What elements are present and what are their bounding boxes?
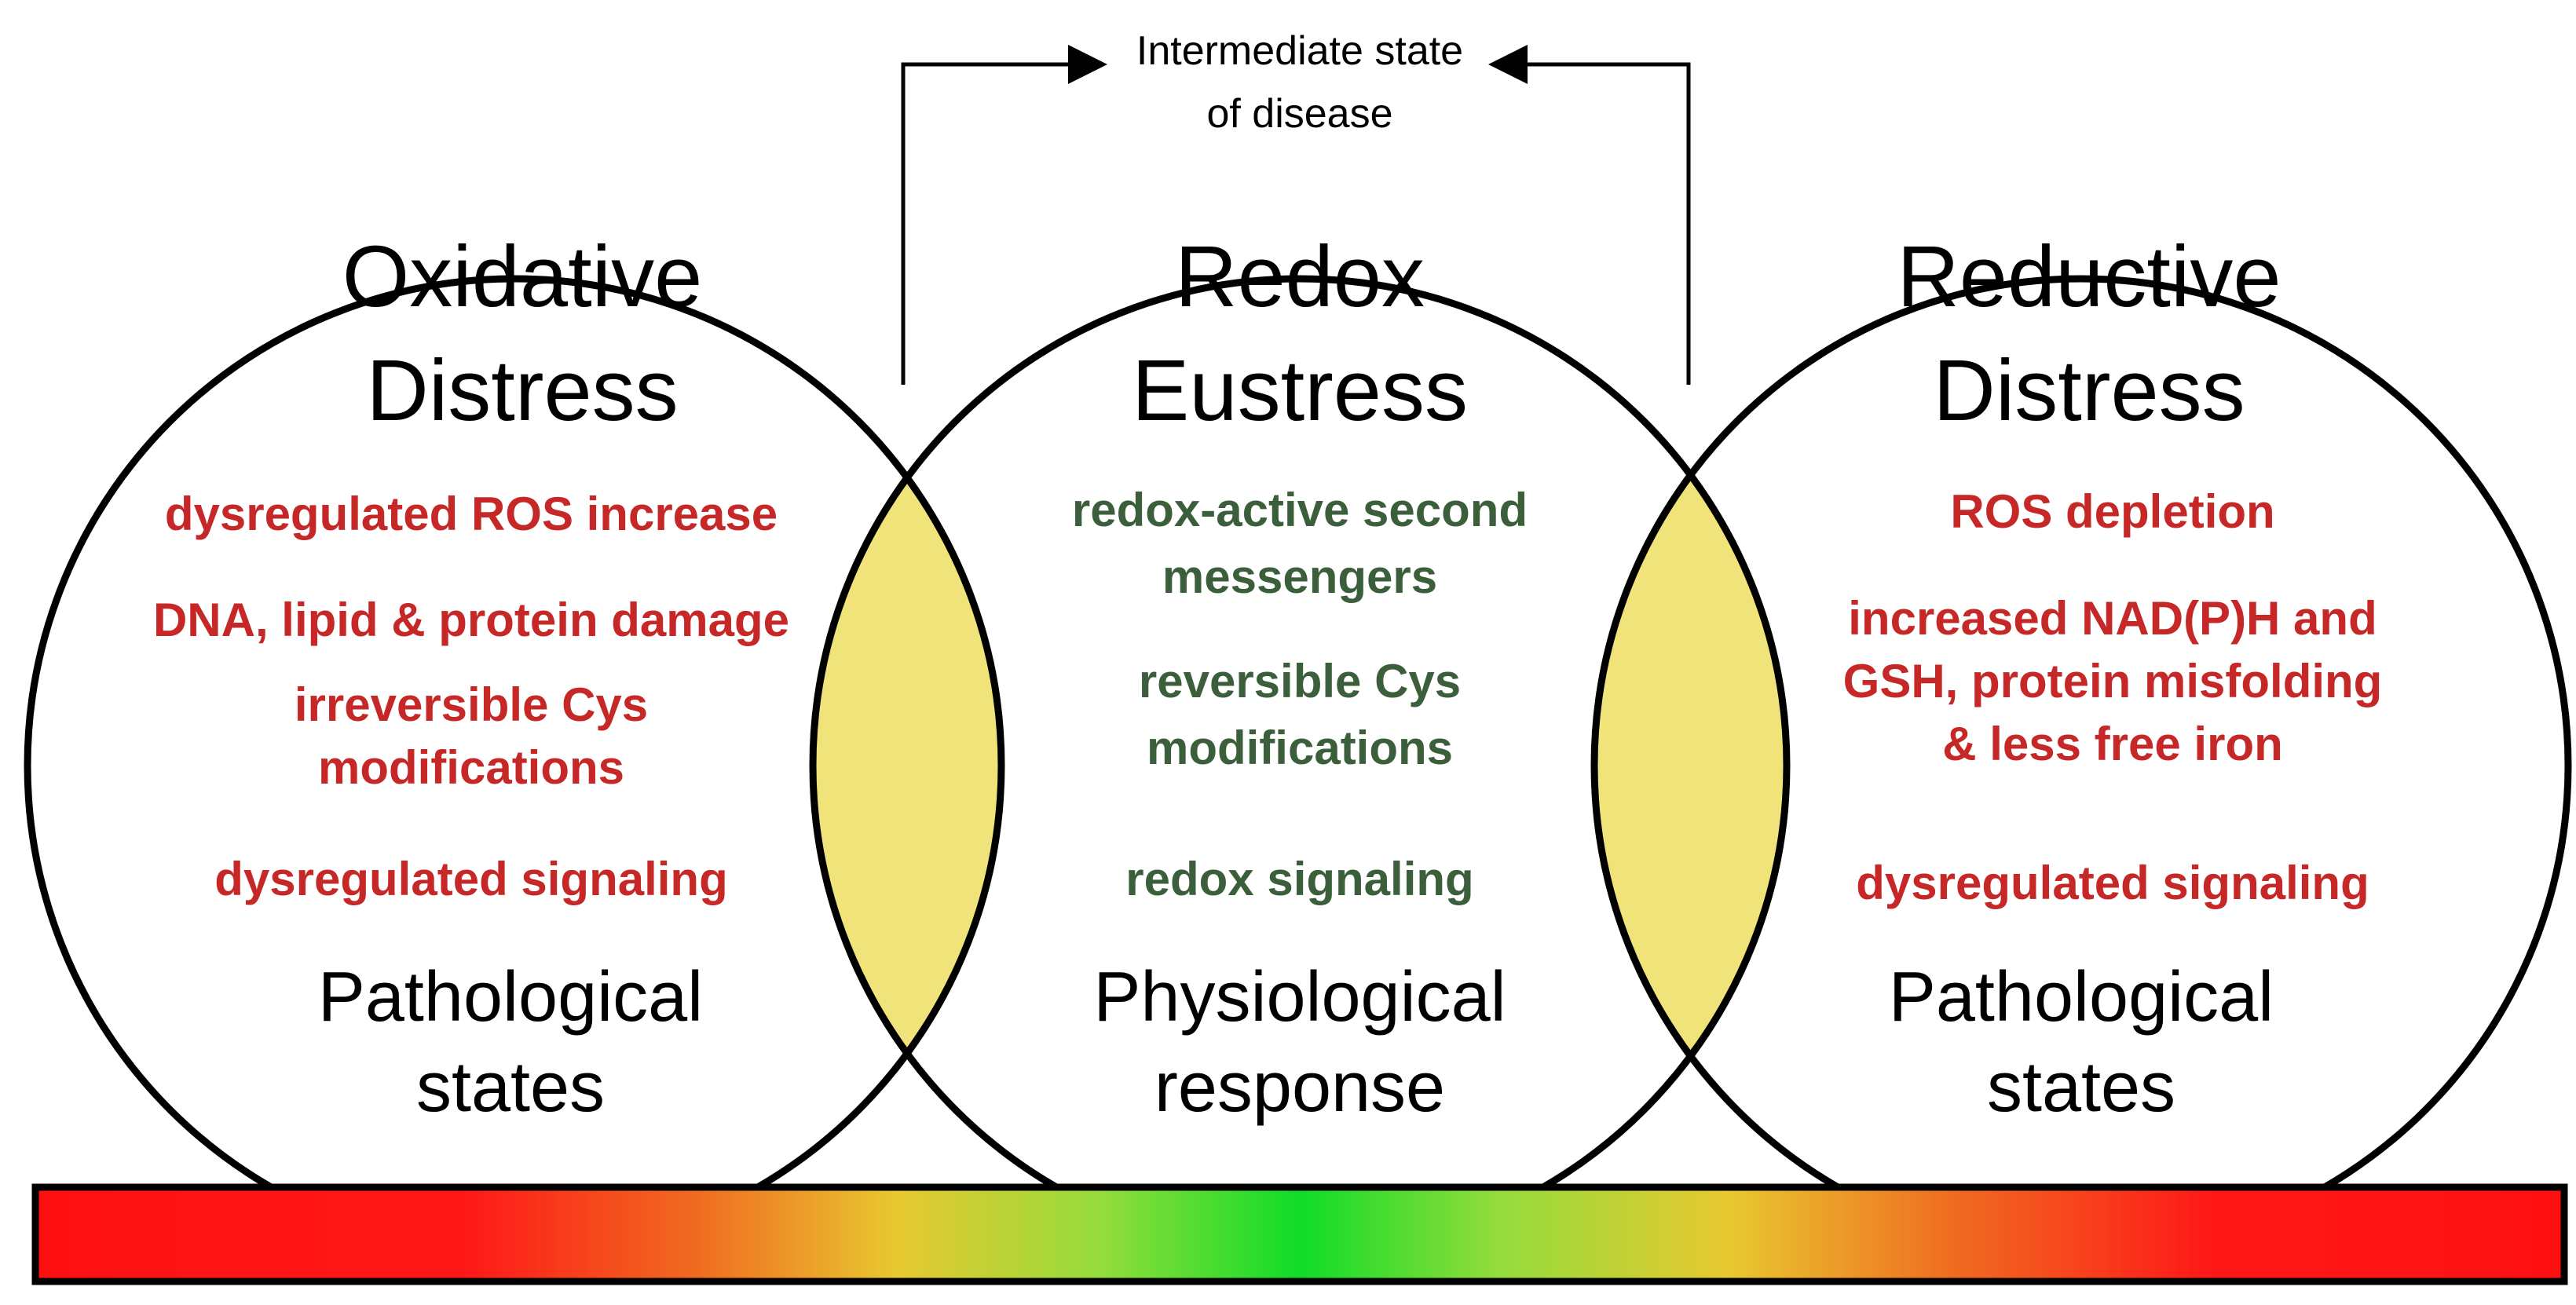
reductive-footer-line1: Pathological	[1889, 958, 2274, 1036]
left-arrow-line	[901, 62, 1072, 385]
eustress-title-line2: Eustress	[1132, 342, 1468, 439]
oxidative-item: dysregulated signaling	[214, 853, 727, 905]
oxidative-title-line1: Oxidative	[342, 228, 703, 325]
eustress-item: messengers	[1162, 550, 1437, 603]
reductive-footer-line2: states	[1987, 1048, 2175, 1127]
oxidative-footer-line2: states	[416, 1048, 605, 1127]
reductive-item: increased NAD(P)H and	[1848, 592, 2377, 645]
eustress-title-line1: Redox	[1175, 228, 1425, 325]
reductive-item: dysregulated signaling	[1856, 857, 2369, 909]
intermediate-label-line1: Intermediate state	[1136, 28, 1463, 74]
eustress-item: modifications	[1147, 722, 1453, 774]
left-pointing-arrowhead-icon	[1488, 45, 1528, 84]
eustress-footer-line1: Physiological	[1093, 958, 1506, 1036]
intermediate-label-line2: of disease	[1206, 91, 1392, 137]
reductive-title-line1: Reductive	[1897, 228, 2281, 325]
oxidative-item: DNA, lipid & protein damage	[153, 594, 789, 646]
oxidative-item: modifications	[318, 741, 624, 794]
oxidative-footer-line1: Pathological	[318, 958, 703, 1036]
reductive-title-line2: Distress	[1933, 342, 2245, 439]
eustress-item: redox signaling	[1125, 853, 1473, 905]
reductive-item: GSH, protein misfolding	[1843, 655, 2383, 707]
redox-gradient-bar	[31, 1183, 2568, 1285]
oxidative-title-line2: Distress	[366, 342, 678, 439]
reductive-item: ROS depletion	[1950, 485, 2274, 538]
eustress-item: redox-active second	[1072, 484, 1528, 536]
reductive-item: & less free iron	[1942, 718, 2283, 770]
oxidative-item: dysregulated ROS increase	[165, 488, 778, 540]
right-arrow-line	[1524, 62, 1691, 385]
eustress-item: reversible Cys	[1139, 655, 1461, 707]
oxidative-item: irreversible Cys	[295, 678, 648, 731]
eustress-footer-line2: response	[1154, 1048, 1445, 1127]
right-pointing-arrowhead-icon	[1068, 45, 1107, 84]
